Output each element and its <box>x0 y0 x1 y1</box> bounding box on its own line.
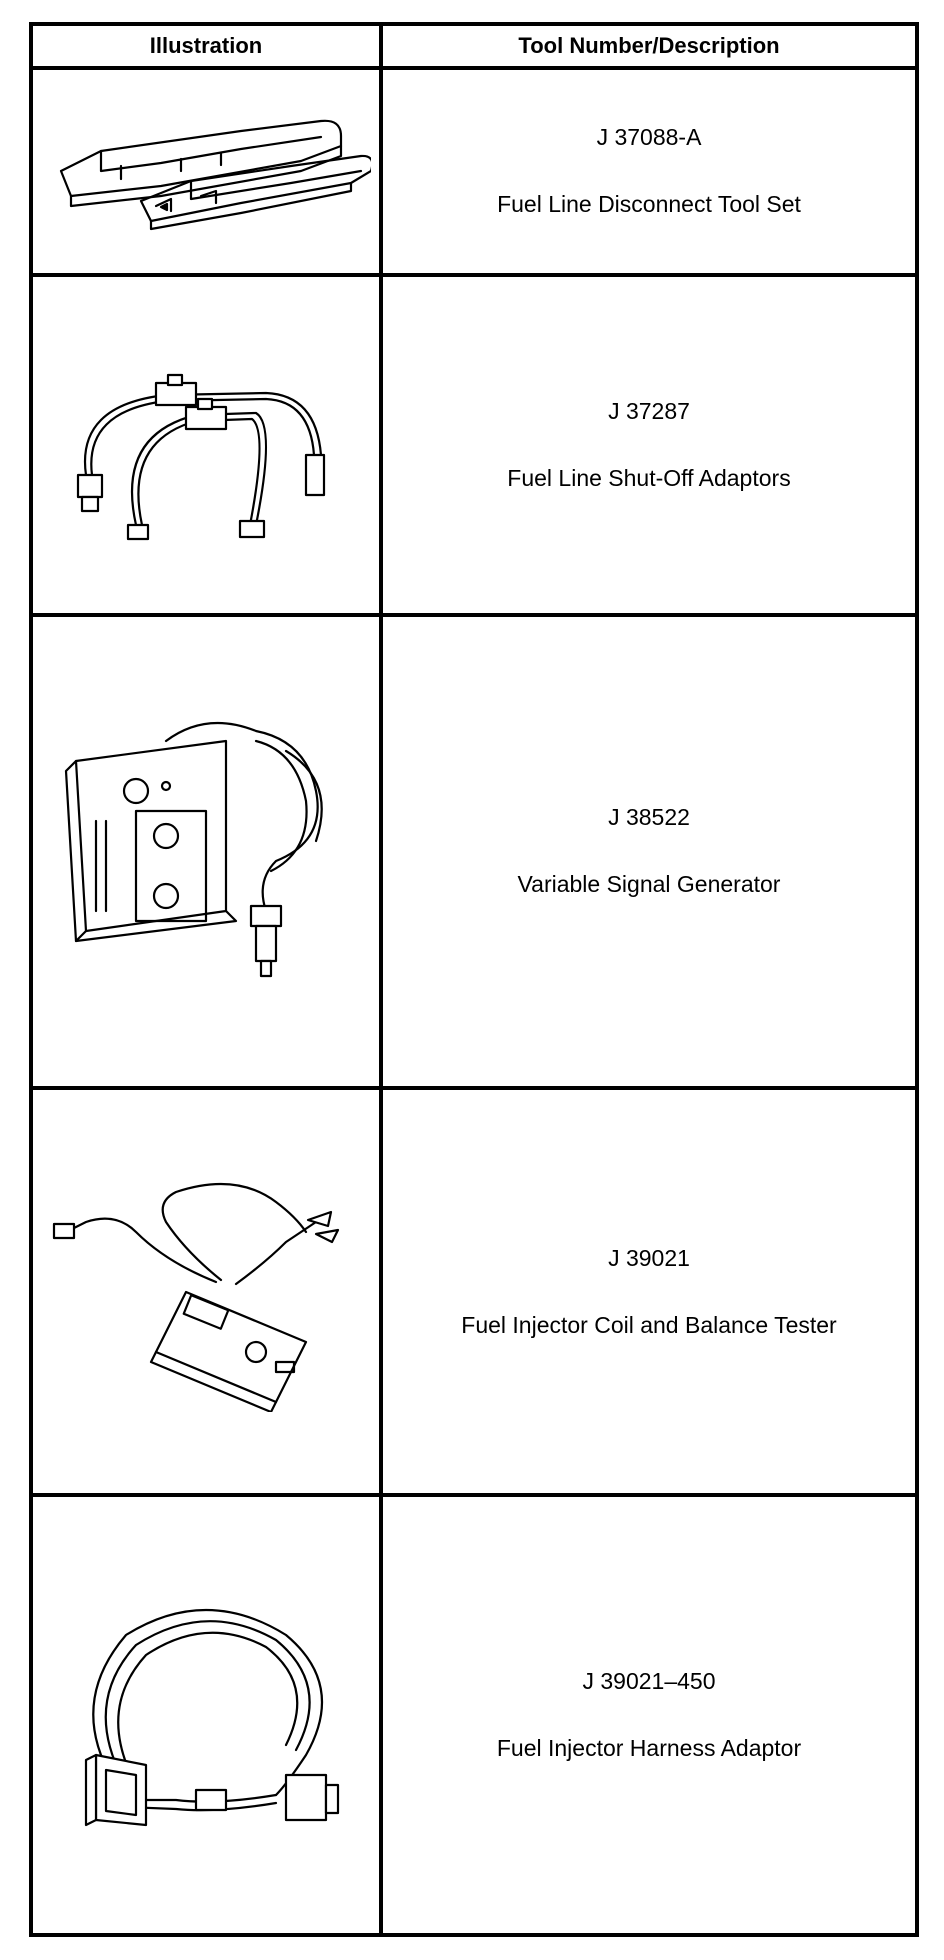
tool-table: Illustration Tool Number/Description <box>29 22 919 1938</box>
tool-description-cell: J 37287 Fuel Line Shut-Off Adaptors <box>379 272 919 617</box>
harness-adaptor-icon <box>84 1608 340 1827</box>
header-illustration: Illustration <box>29 22 383 70</box>
table-header-row: Illustration Tool Number/Description <box>29 22 919 70</box>
illustration-cell <box>29 612 383 1091</box>
table-row: J 37088-A Fuel Line Disconnect Tool Set <box>29 66 919 277</box>
illustration-cell <box>29 66 383 277</box>
header-tool-number-description: Tool Number/Description <box>379 22 919 70</box>
illustration-cell <box>29 272 383 617</box>
tool-description-cell: J 39021 Fuel Injector Coil and Balance T… <box>379 1086 919 1497</box>
tool-description-cell: J 38522 Variable Signal Generator <box>379 612 919 1091</box>
tool-number: J 37088-A <box>596 124 702 151</box>
tool-description: Fuel Injector Harness Adaptor <box>496 1734 802 1761</box>
signal-generator-icon <box>64 722 323 978</box>
tool-description: Fuel Line Shut-Off Adaptors <box>507 464 791 491</box>
fuel-line-shutoff-adaptor-icon <box>76 373 326 540</box>
tool-number: J 39021–450 <box>582 1667 716 1694</box>
table-row: J 39021–450 Fuel Injector Harness Adapto… <box>29 1492 919 1938</box>
table-row: J 37287 Fuel Line Shut-Off Adaptors <box>29 272 919 617</box>
table-row: J 39021 Fuel Injector Coil and Balance T… <box>29 1086 919 1497</box>
illustration-cell <box>29 1492 383 1938</box>
tool-description-cell: J 39021–450 Fuel Injector Harness Adapto… <box>379 1492 919 1938</box>
tool-description: Variable Signal Generator <box>517 871 781 898</box>
tool-number: J 37287 <box>608 397 690 424</box>
tool-description: Fuel Line Disconnect Tool Set <box>497 191 801 218</box>
tool-number: J 39021 <box>608 1244 690 1271</box>
tool-description: Fuel Injector Coil and Balance Tester <box>461 1311 837 1338</box>
tool-number: J 38522 <box>608 804 690 831</box>
table-row: J 38522 Variable Signal Generator <box>29 612 919 1091</box>
injector-tester-icon <box>52 1182 340 1412</box>
illustration-cell <box>29 1086 383 1497</box>
fuel-line-disconnect-tool-icon <box>59 120 371 231</box>
tool-description-cell: J 37088-A Fuel Line Disconnect Tool Set <box>379 66 919 277</box>
